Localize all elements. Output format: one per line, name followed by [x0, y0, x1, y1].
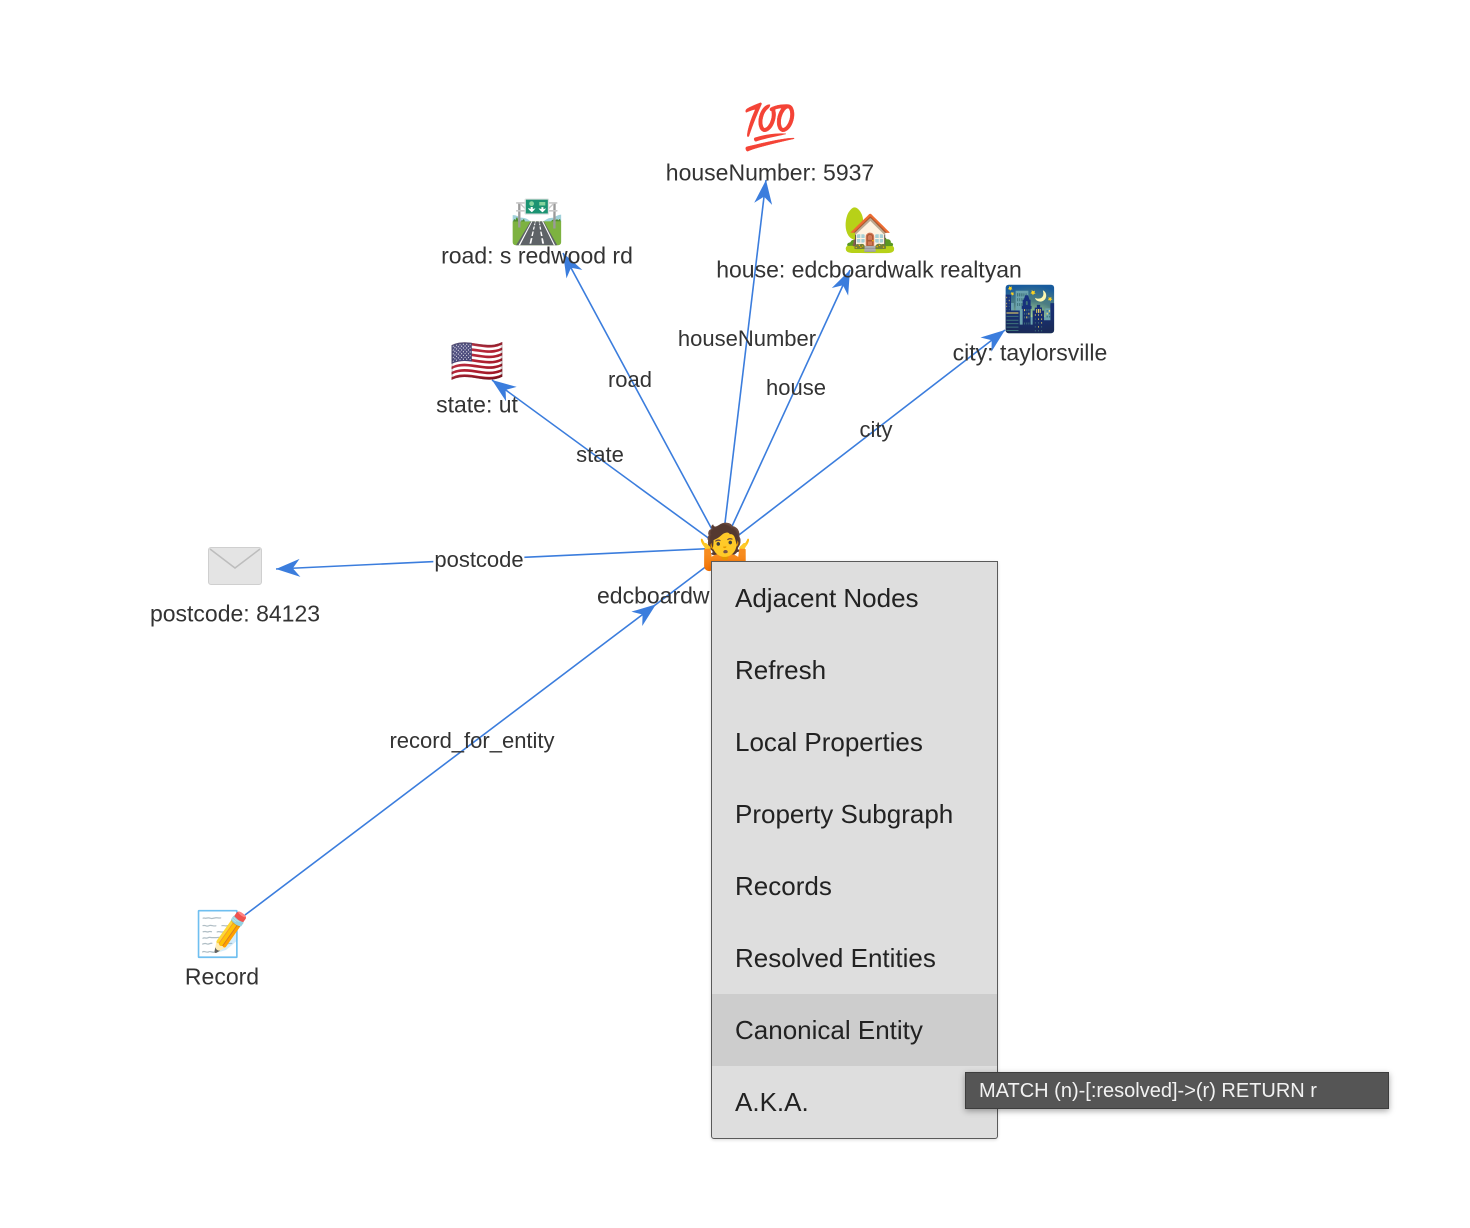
node-label-road[interactable]: road: s redwood rd [441, 242, 633, 269]
edge-label-house: house [766, 375, 826, 400]
arrowhead-road [563, 253, 583, 279]
menu-item-records[interactable]: Records [735, 871, 832, 901]
house-with-garden-icon[interactable]: 🏡 [842, 204, 898, 255]
menu-item-property-subgraph[interactable]: Property Subgraph [735, 799, 954, 829]
memo-icon[interactable]: 📝 [194, 909, 250, 960]
edge-house [721, 269, 851, 549]
edge-city [721, 329, 1006, 549]
edge-label-road: road [607, 367, 653, 392]
node-label-record[interactable]: Record [184, 963, 260, 990]
edge-label-city: city [859, 417, 893, 442]
menu-item-resolved-entities[interactable]: Resolved Entities [735, 943, 936, 973]
node-label-postcode[interactable]: postcode: 84123 [149, 600, 321, 627]
node-label-city[interactable]: city: taylorsville [952, 339, 1108, 366]
envelope-icon[interactable] [208, 547, 262, 593]
menu-item-local-properties[interactable]: Local Properties [735, 727, 923, 757]
node-label-houseNumber[interactable]: houseNumber: 5937 [665, 159, 875, 186]
menu-item-canonical-entity[interactable]: Canonical Entity [712, 994, 997, 1066]
envelope-shape [208, 547, 262, 585]
tooltip: MATCH (n)-[:resolved]->(r) RETURN r [965, 1072, 1389, 1109]
node-label-house[interactable]: house: edcboardwalk realtyan [716, 256, 1022, 283]
context-menu: Adjacent Nodes Refresh Local Properties … [711, 561, 998, 1139]
arrowhead-city [980, 330, 1005, 352]
night-with-stars-icon[interactable]: 🌃 [1002, 284, 1058, 335]
us-flag-icon[interactable]: 🇺🇸 [449, 336, 505, 387]
edge-label-record-for-entity: record_for_entity [389, 728, 555, 753]
edge-record [244, 561, 713, 916]
menu-item-aka[interactable]: A.K.A. [735, 1087, 809, 1117]
arrowhead-postcode [276, 558, 301, 577]
hundred-points-icon[interactable]: 💯 [742, 102, 798, 153]
edge-state [491, 379, 723, 549]
center-node-label[interactable]: edcboardw [597, 582, 710, 609]
edge-label-postcode: postcode [433, 547, 525, 573]
arrowhead-house [831, 270, 850, 296]
motorway-icon[interactable]: 🛣️ [509, 196, 565, 247]
edge-label-state: state [576, 442, 624, 467]
arrowhead-record [631, 604, 656, 627]
menu-item-adjacent-nodes[interactable]: Adjacent Nodes [735, 583, 919, 613]
menu-item-refresh[interactable]: Refresh [735, 655, 827, 685]
edge-houseNumber [721, 179, 767, 549]
edge-road [562, 252, 723, 549]
edge-label-houseNumber: houseNumber [677, 326, 817, 351]
node-label-state[interactable]: state: ut [436, 391, 518, 418]
arrowhead-state [492, 380, 517, 402]
arrowhead-houseNumber [754, 180, 773, 205]
